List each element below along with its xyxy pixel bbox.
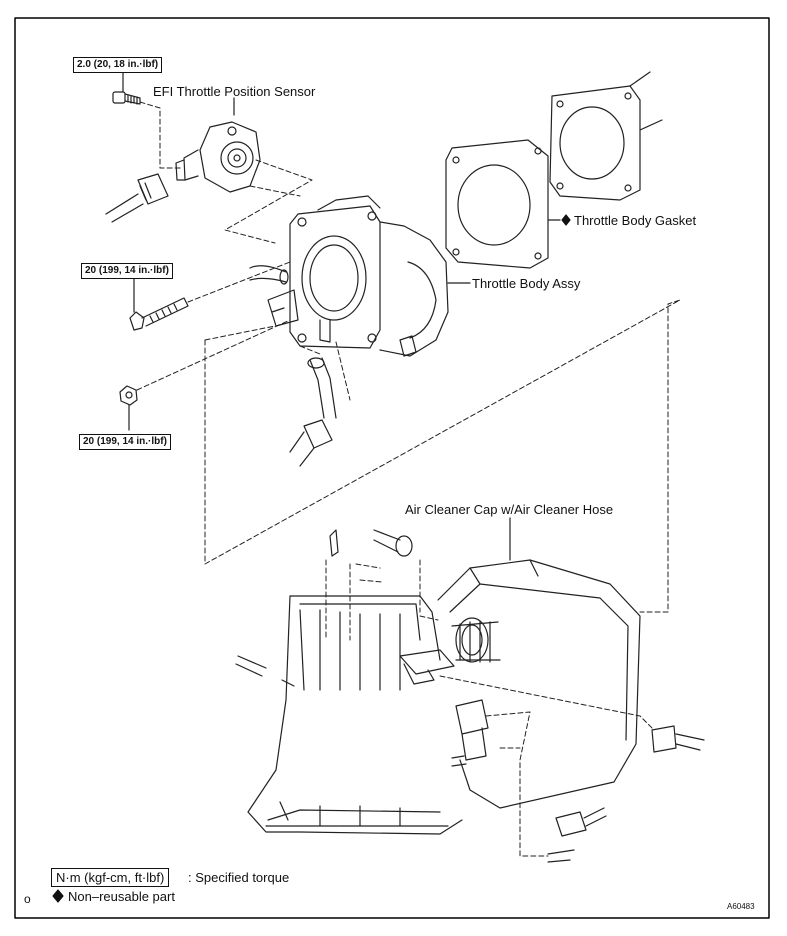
throttle-body-label: Throttle Body Assy — [472, 276, 581, 291]
torque-unit-box: N·m (kgf-cm, ft·lbf) — [51, 868, 170, 887]
nut-torque-label: 20 (199, 14 in.·lbf) — [79, 434, 171, 450]
air-cleaner-label: Air Cleaner Cap w/Air Cleaner Hose — [405, 502, 614, 517]
air-cleaner-assy — [235, 529, 705, 863]
nonreusable-diamond — [52, 889, 64, 903]
torque-legend-text: : Specified torque — [188, 870, 290, 885]
tps-screw — [112, 91, 141, 105]
intake-flange — [549, 71, 663, 201]
throttle-body-nut — [119, 385, 138, 406]
gasket-diamond — [561, 214, 571, 226]
bolt-torque-label: 20 (199, 14 in.·lbf) — [81, 263, 173, 279]
corner-mark: o — [24, 892, 31, 906]
figure-id: A60483 — [727, 902, 755, 911]
air-cleaner-guide-lines — [325, 559, 655, 857]
nonreusable-legend-text: Non–reusable part — [68, 889, 175, 904]
throttle-body-guide-lines — [136, 261, 681, 613]
throttle-body-bolt — [129, 297, 189, 331]
gasket-label: Throttle Body Gasket — [574, 213, 697, 228]
tps-label: EFI Throttle Position Sensor — [153, 84, 316, 99]
throttle-body-assy — [267, 195, 449, 357]
throttle-position-sensor — [175, 121, 261, 193]
frame — [14, 17, 770, 919]
tps-connector — [105, 173, 169, 223]
tps-torque-label: 2.0 (20, 18 in.·lbf) — [73, 57, 163, 73]
water-hoses — [249, 265, 337, 467]
throttle-body-gasket — [445, 139, 549, 269]
tps-guide-lines — [139, 101, 313, 244]
